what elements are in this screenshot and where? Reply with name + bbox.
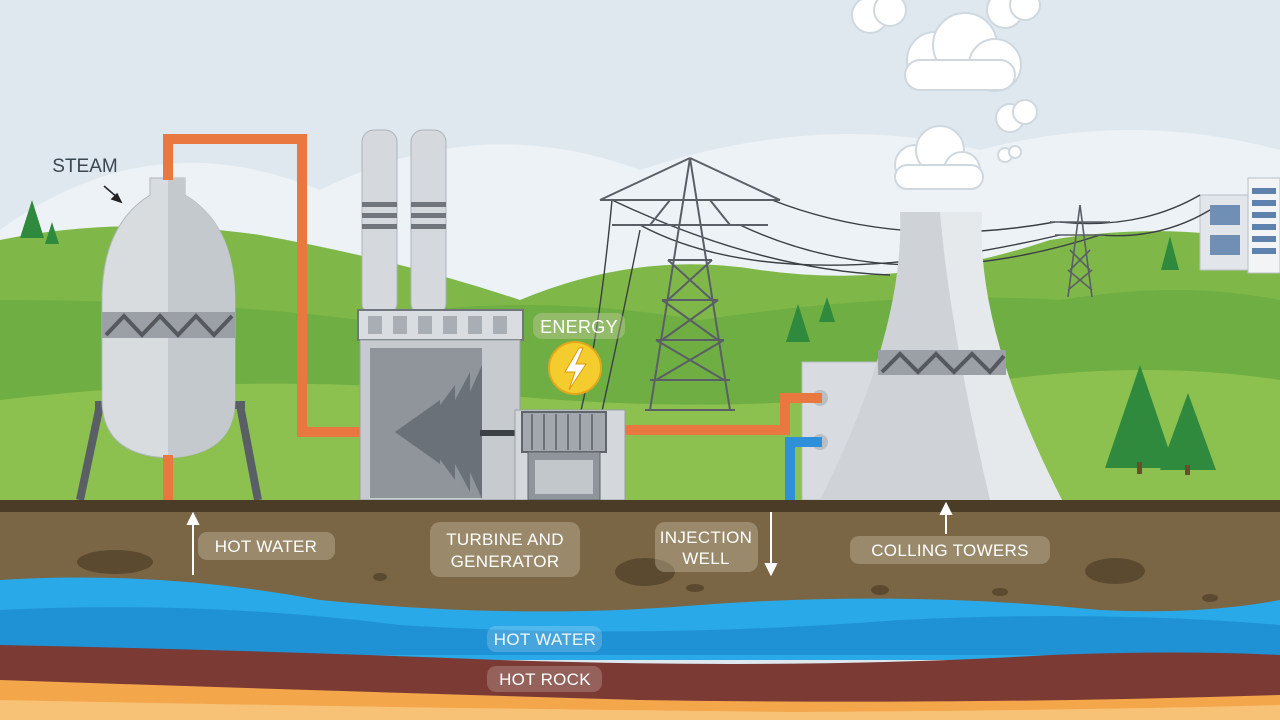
cooling-towers-label-bg — [850, 536, 1050, 564]
hot-water-up-label-bg — [198, 532, 335, 560]
cloud — [894, 125, 984, 190]
steam-pointer-arrow — [103, 185, 123, 204]
tree — [1161, 236, 1179, 270]
injection-label-bg — [655, 522, 758, 572]
tree-trunk — [1137, 462, 1142, 474]
turbine — [395, 365, 482, 499]
steam-label: STEAM — [52, 156, 117, 177]
tree-group — [20, 200, 1216, 475]
soil-stones — [39, 550, 1218, 602]
generator — [521, 411, 607, 453]
tree — [1160, 393, 1216, 470]
tree-trunk — [1185, 465, 1190, 475]
injection-label-line2: WELL — [682, 549, 730, 568]
injection-label-line1: INJECTION — [660, 528, 752, 547]
turbine-shaft — [480, 430, 525, 436]
steam-pipe — [163, 134, 365, 437]
tree — [819, 297, 835, 322]
cloud — [997, 145, 1022, 163]
cloud-group — [851, 0, 1041, 190]
energy-label: ENERGY — [540, 317, 618, 337]
turbine-label-bg — [430, 522, 580, 577]
hot-water-layer-label: HOT WATER — [494, 630, 597, 649]
hot-water-up-label: HOT WATER — [215, 537, 318, 556]
cooling-tower — [801, 212, 1062, 501]
tree — [20, 200, 44, 238]
steam-separator-tank — [76, 177, 262, 501]
smokestack — [361, 129, 398, 316]
city-buildings — [1199, 177, 1280, 274]
hot-water-layer-label-bg — [487, 626, 602, 652]
power-plant — [357, 129, 626, 501]
flow-arrows — [186, 501, 953, 577]
cloud — [851, 0, 907, 34]
condensate-pipe — [620, 393, 822, 435]
power-pylon-small — [1050, 204, 1110, 298]
cloud — [904, 12, 1022, 92]
lightning-bolt-icon — [548, 341, 602, 395]
hot-rock-layer-label: HOT ROCK — [499, 670, 591, 689]
smokestack — [410, 129, 447, 316]
turbine-label-line1: TURBINE AND — [446, 530, 564, 549]
tree — [786, 304, 810, 342]
turbine-label-line2: GENERATOR — [451, 552, 560, 571]
cloud — [995, 99, 1038, 133]
tree — [45, 222, 59, 244]
energy-label-bg — [533, 313, 625, 339]
power-pylon — [599, 157, 781, 411]
hot-rock-layer-label-bg — [487, 666, 602, 692]
cloud — [986, 0, 1041, 29]
tree — [1105, 365, 1175, 468]
cooling-towers-label: COLLING TOWERS — [871, 541, 1029, 560]
